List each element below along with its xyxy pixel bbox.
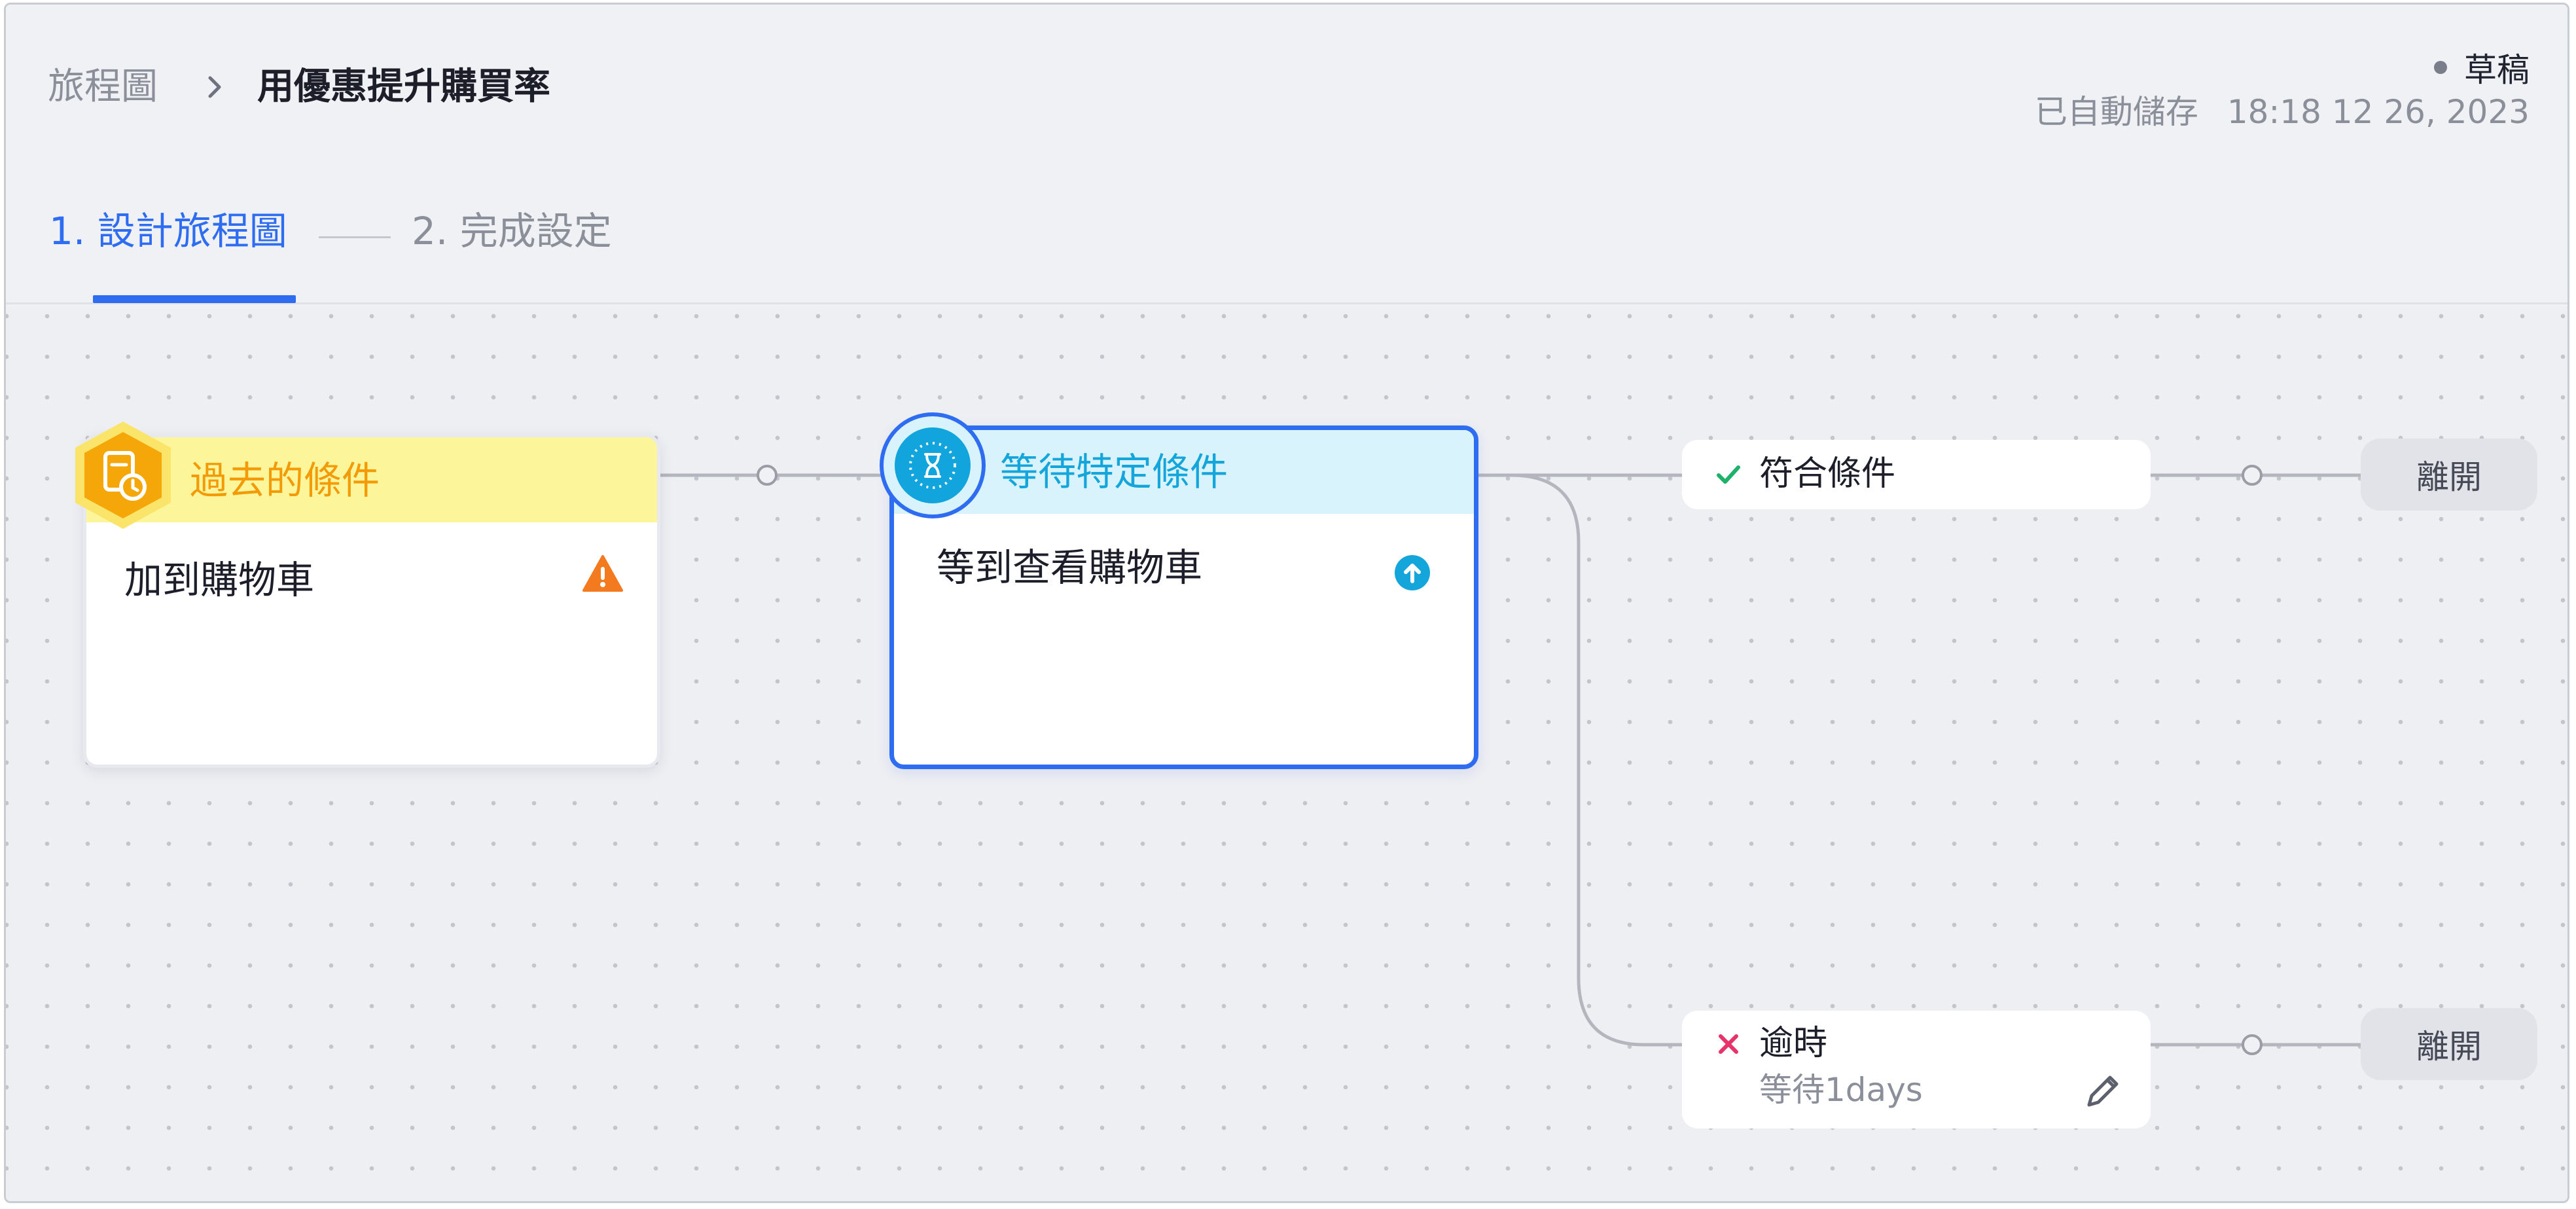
node-past-condition[interactable]: 過去的條件 加到購物車 <box>83 434 660 768</box>
connection-wires <box>660 465 2361 1055</box>
autosave-info: 已自動儲存 18:18 12 26, 2023 <box>2035 88 2530 135</box>
history-condition-icon <box>75 422 171 529</box>
wire-handle <box>2242 1034 2263 1055</box>
journey-canvas[interactable]: 過去的條件 加到購物車 等待特定條件 等到查看購物車 <box>6 306 2567 1201</box>
active-step-indicator <box>93 295 296 303</box>
hourglass-icon <box>880 412 986 518</box>
step-design-journey[interactable]: 1. 設計旅程圖 <box>49 209 287 253</box>
node-body-text: 加到購物車 <box>124 558 315 602</box>
node-header: 過去的條件 <box>86 437 657 522</box>
autosave-time: 18:18 12 26, 2023 <box>2227 93 2530 131</box>
status-dot-icon <box>2434 61 2447 74</box>
warning-icon[interactable] <box>582 554 624 593</box>
journey-editor: 旅程圖 用優惠提升購買率 草稿 已自動儲存 18:18 12 26, 2023 … <box>4 3 2569 1203</box>
step-finish-settings[interactable]: 2. 完成設定 <box>412 209 612 253</box>
branch-label: 符合條件 <box>1759 454 1896 494</box>
upload-icon[interactable] <box>1393 554 1431 592</box>
branch-sublabel: 等待1days <box>1759 1071 1923 1109</box>
status-label: 草稿 <box>2464 51 2530 89</box>
status-badge: 草稿 <box>2434 44 2530 91</box>
pencil-icon[interactable] <box>2081 1070 2124 1113</box>
node-title: 過去的條件 <box>190 458 380 503</box>
branch-match-condition[interactable]: 符合條件 <box>1682 440 2151 509</box>
node-title: 等待特定條件 <box>1000 450 1228 494</box>
exit-button-timeout[interactable]: 離開 <box>2361 1008 2537 1080</box>
close-icon <box>1719 1034 1738 1054</box>
exit-button-match[interactable]: 離開 <box>2361 439 2537 511</box>
editor-header: 旅程圖 用優惠提升購買率 草稿 已自動儲存 18:18 12 26, 2023 … <box>6 5 2567 304</box>
node-wait-condition[interactable]: 等待特定條件 等到查看購物車 <box>889 425 1478 769</box>
branch-label: 逾時 <box>1759 1024 1828 1063</box>
check-icon <box>1717 465 1740 484</box>
node-body-text: 等到查看購物車 <box>937 545 1203 590</box>
autosave-label: 已自動儲存 <box>2034 93 2198 131</box>
branch-timeout[interactable]: 逾時 等待1days <box>1682 1011 2151 1128</box>
node-header: 等待特定條件 <box>894 430 1474 514</box>
wire-wait-to-timeout <box>1478 473 1682 1047</box>
wire-handle <box>2242 465 2263 486</box>
wire-handle <box>757 465 778 486</box>
breadcrumb-parent-link[interactable]: 旅程圖 <box>48 65 158 108</box>
breadcrumb-current: 用優惠提升購買率 <box>257 65 550 108</box>
step-connector <box>319 236 391 238</box>
chevron-right-icon <box>208 76 221 98</box>
